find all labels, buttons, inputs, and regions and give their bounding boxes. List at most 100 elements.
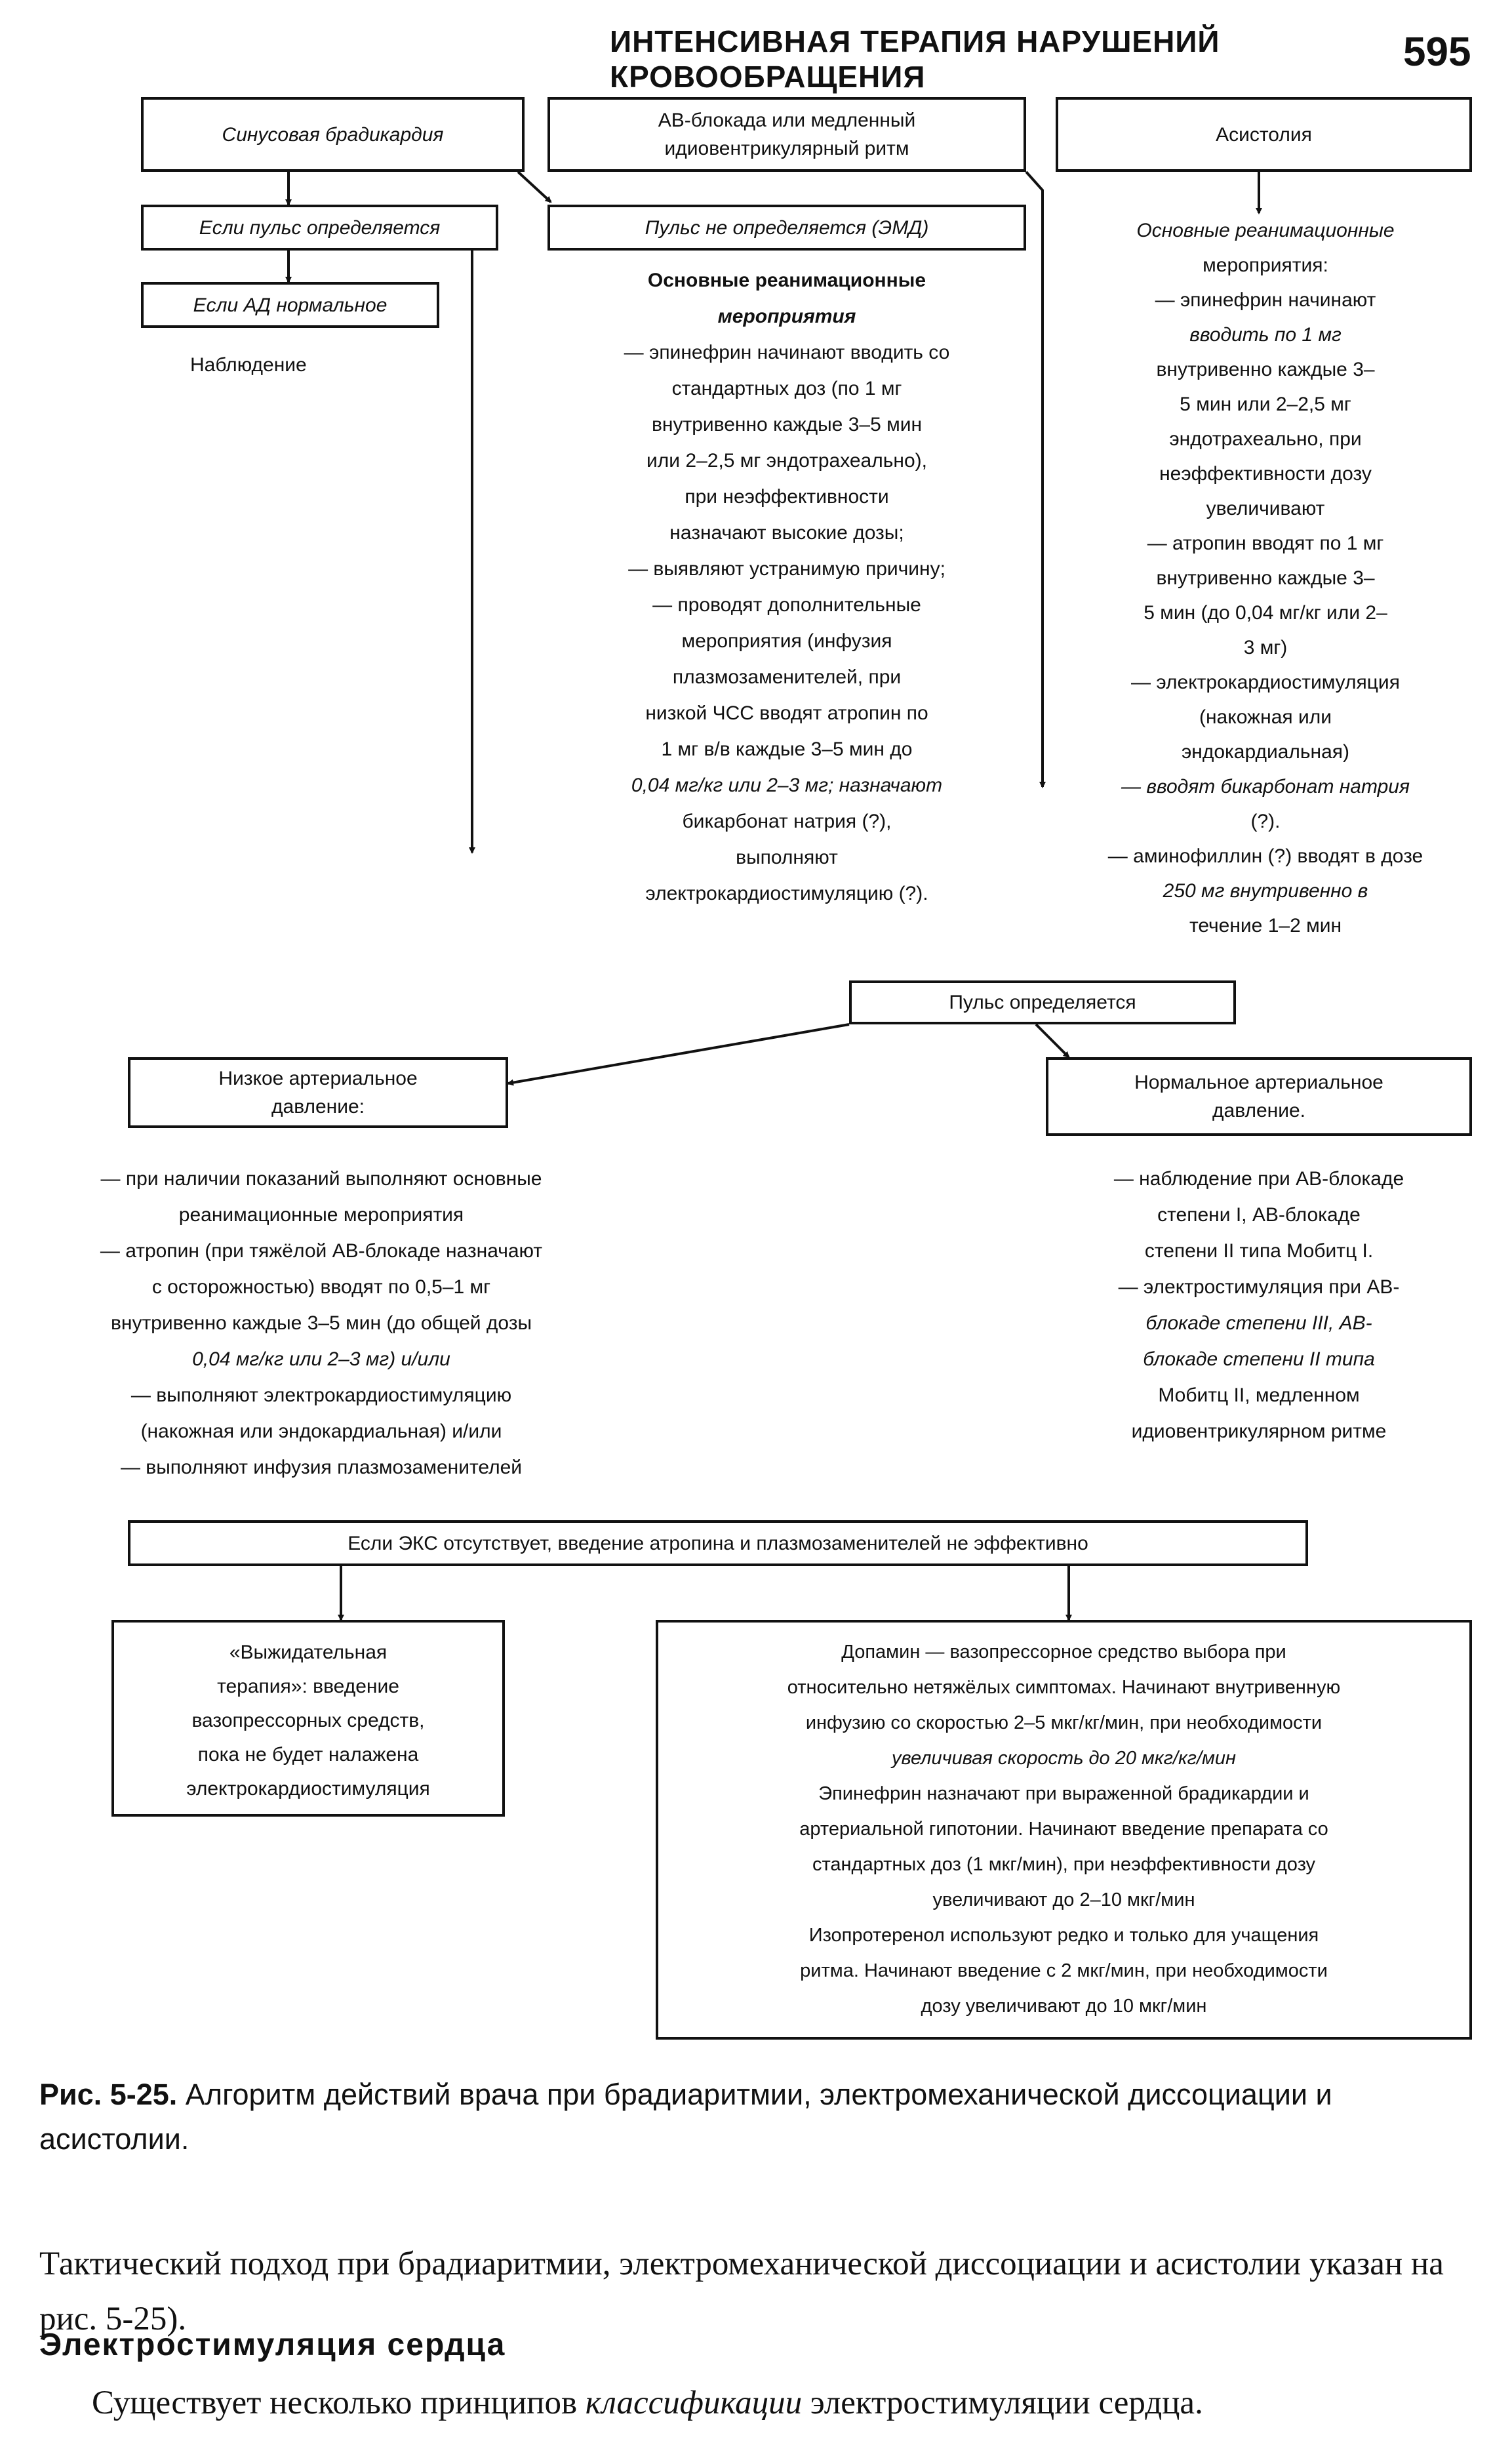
emd-line: — эпинефрин начинают вводить со — [624, 342, 950, 363]
asystole-line: эндотрахеально, при — [1169, 428, 1362, 450]
drugs-line: ритма. Начинают введение с 2 мкг/мин, пр… — [800, 1960, 1328, 1981]
pulse-detected-mid-box: Пульс определяется — [849, 980, 1236, 1024]
asystole-line: — электрокардиостимуляция — [1131, 672, 1400, 693]
emd-line: мероприятия — [717, 306, 856, 327]
emd-line: Основные реанимационные — [647, 270, 926, 291]
drugs-line: Допамин — вазопрессорное средство выбора… — [841, 1642, 1286, 1663]
normal-bp-line: Мобитц II, медленном — [1158, 1384, 1360, 1406]
asystole-line: 5 мин (до 0,04 мг/кг или 2– — [1144, 602, 1387, 624]
asystole-line: увеличивают — [1206, 498, 1325, 519]
low-bp-line-1: Низкое артериальное — [218, 1067, 418, 1089]
emd-line: выполняют — [736, 847, 838, 868]
low-bp-line: — при наличии показаний выполняют основн… — [100, 1168, 542, 1190]
low-bp-line: с осторожностью) вводят по 0,5–1 мг — [151, 1276, 491, 1298]
asystole-line: — атропин вводят по 1 мг — [1147, 533, 1384, 554]
asystole-line: (накожная или — [1199, 706, 1332, 728]
low-bp-line: — выполняют инфузия плазмозаменителей — [120, 1457, 523, 1478]
low-bp-line: — выполняют электрокардиостимуляцию — [130, 1384, 512, 1406]
normal-bp-line: — электростимуляция при АВ- — [1118, 1276, 1400, 1298]
asystole-line: 5 мин или 2–2,5 мг — [1180, 393, 1351, 415]
emd-line: 1 мг в/в каждые 3–5 мин до — [661, 738, 913, 760]
drugs-line: инфузию со скоростью 2–5 мкг/кг/мин, при… — [805, 1712, 1323, 1733]
low-bp-line: внутривенно каждые 3–5 мин (до общей доз… — [110, 1312, 532, 1334]
no-pacing-box: Если ЭКС отсутствует, введение атропина … — [128, 1520, 1308, 1566]
av-block-line-1: АВ-блокада или медленный — [658, 109, 916, 131]
waiting-line: пока не будет налажена — [197, 1744, 419, 1765]
low-bp-line: реанимационные мероприятия — [178, 1204, 464, 1226]
pulse-detected-box: Если пульс определяется — [141, 205, 498, 251]
section-heading: Электростимуляция сердца — [39, 2328, 506, 2362]
asystole-line: 3 мг) — [1243, 637, 1288, 658]
normal-bp-line: степени I, АВ-блокаде — [1157, 1204, 1361, 1226]
asystole-line: — вводят бикарбонат натрия — [1121, 776, 1410, 797]
figure-caption-text: Алгоритм действий врача при брадиаритмии… — [39, 2078, 1332, 2156]
drugs-line: стандартных доз (1 мкг/мин), при неэффек… — [812, 1854, 1316, 1875]
emd-line: бикарбонат натрия (?), — [682, 811, 892, 832]
normal-bp-line-2: давление. — [1212, 1100, 1305, 1121]
asystole-line: — аминофиллин (?) вводят в дозе — [1107, 845, 1423, 867]
av-block-line-2: идиовентрикулярный ритм — [664, 138, 909, 159]
asystole-line: Основные реанимационные — [1136, 220, 1395, 241]
emd-line: плазмозаменителей, при — [672, 666, 902, 688]
normal-bp-line: идиовентрикулярном ритме — [1131, 1421, 1387, 1442]
body-paragraph: Тактический подход при брадиаритмии, эле… — [39, 2246, 1444, 2338]
waiting-line: терапия»: введение — [217, 1676, 399, 1697]
drugs-line: относительно нетяжёлых симптомах. Начина… — [787, 1677, 1341, 1698]
emd-line: при неэффективности — [685, 486, 889, 508]
bp-normal-box: Если АД нормальное — [141, 282, 439, 328]
waiting-line: электрокардиостимуляция — [186, 1778, 430, 1800]
asystole-line: течение 1–2 мин — [1189, 915, 1342, 937]
body-paragraph-2: Существует несколько принципов классифик… — [92, 2385, 1203, 2421]
normal-bp-box: Нормальное артериальное давление. — [1046, 1057, 1472, 1136]
emd-line: мероприятия (инфузия — [681, 630, 892, 652]
asystole-line: вводить по 1 мг — [1189, 324, 1342, 346]
normal-bp-line: — наблюдение при АВ-блокаде — [1113, 1168, 1404, 1190]
asystole-line: неэффективности дозу — [1159, 463, 1372, 485]
emd-line: внутривенно каждые 3–5 мин — [651, 414, 923, 435]
emd-measures: Основные реанимационные мероприятия — эп… — [551, 262, 1023, 912]
emd-line: 0,04 мг/кг или 2–3 мг; назначают — [631, 775, 943, 796]
asystole-line: внутривенно каждые 3– — [1156, 359, 1375, 380]
sinus-bradycardia-box: Синусовая брадикардия — [141, 97, 525, 172]
observation-label: Наблюдение — [190, 354, 307, 376]
normal-bp-line: блокаде степени III, АВ- — [1145, 1312, 1372, 1334]
asystole-line: (?). — [1250, 811, 1281, 832]
page-number: 595 — [1403, 30, 1471, 75]
asystole-line: — эпинефрин начинают — [1155, 289, 1376, 311]
drugs-line: увеличивая скорость до 20 мкг/кг/мин — [892, 1748, 1236, 1769]
normal-bp-measures: — наблюдение при АВ-блокаде степени I, А… — [1029, 1161, 1488, 1449]
low-bp-line: 0,04 мг/кг или 2–3 мг) и/или — [192, 1348, 450, 1370]
emd-line: или 2–2,5 мг эндотрахеально), — [647, 450, 927, 472]
waiting-line: «Выжидательная — [229, 1642, 388, 1663]
drugs-line: Изопротеренол используют редко и только … — [808, 1925, 1319, 1946]
figure-label: Рис. 5-25. — [39, 2078, 178, 2111]
emd-line: стандартных доз (по 1 мг — [671, 378, 902, 399]
no-pulse-emd-box: Пульс не определяется (ЭМД) — [547, 205, 1026, 251]
normal-bp-line-1: Нормальное артериальное — [1134, 1071, 1383, 1093]
drugs-line: Эпинефрин назначают при выраженной бради… — [818, 1783, 1309, 1804]
emd-line: — проводят дополнительные — [652, 594, 921, 616]
low-bp-measures: — при наличии показаний выполняют основн… — [20, 1161, 623, 1485]
asystole-box: Асистолия — [1056, 97, 1472, 172]
waiting-therapy-box: «Выжидательная терапия»: введение вазопр… — [111, 1620, 505, 1817]
figure-caption: Рис. 5-25. Алгоритм действий врача при б… — [39, 2072, 1469, 2161]
drugs-box: Допамин — вазопрессорное средство выбора… — [656, 1620, 1472, 2040]
low-bp-box: Низкое артериальное давление: — [128, 1057, 508, 1128]
asystole-line: 250 мг внутривенно в — [1163, 880, 1368, 902]
running-header: ИНТЕНСИВНАЯ ТЕРАПИЯ НАРУШЕНИЙ КРОВООБРАЩ… — [610, 24, 1220, 94]
waiting-line: вазопрессорных средств, — [191, 1710, 425, 1731]
asystole-line: мероприятия: — [1203, 254, 1328, 276]
low-bp-line: (накожная или эндокардиальная) и/или — [140, 1421, 502, 1442]
low-bp-line: — атропин (при тяжёлой АВ-блокаде назнач… — [100, 1240, 543, 1262]
low-bp-line-2: давление: — [271, 1096, 365, 1118]
emd-line: назначают высокие дозы; — [669, 522, 904, 544]
emd-line: низкой ЧСС вводят атропин по — [645, 702, 928, 724]
emd-line: электрокардиостимуляцию (?). — [645, 883, 928, 904]
drugs-line: дозу увеличивают до 10 мкг/мин — [921, 1996, 1207, 2017]
emd-line: — выявляют устранимую причину; — [628, 558, 945, 580]
asystole-line: эндокардиальная) — [1181, 741, 1350, 763]
av-block-box: АВ-блокада или медленный идиовентрикуляр… — [547, 97, 1026, 172]
asystole-line: внутривенно каждые 3– — [1156, 567, 1375, 589]
asystole-measures: Основные реанимационные мероприятия: — э… — [1049, 213, 1482, 943]
